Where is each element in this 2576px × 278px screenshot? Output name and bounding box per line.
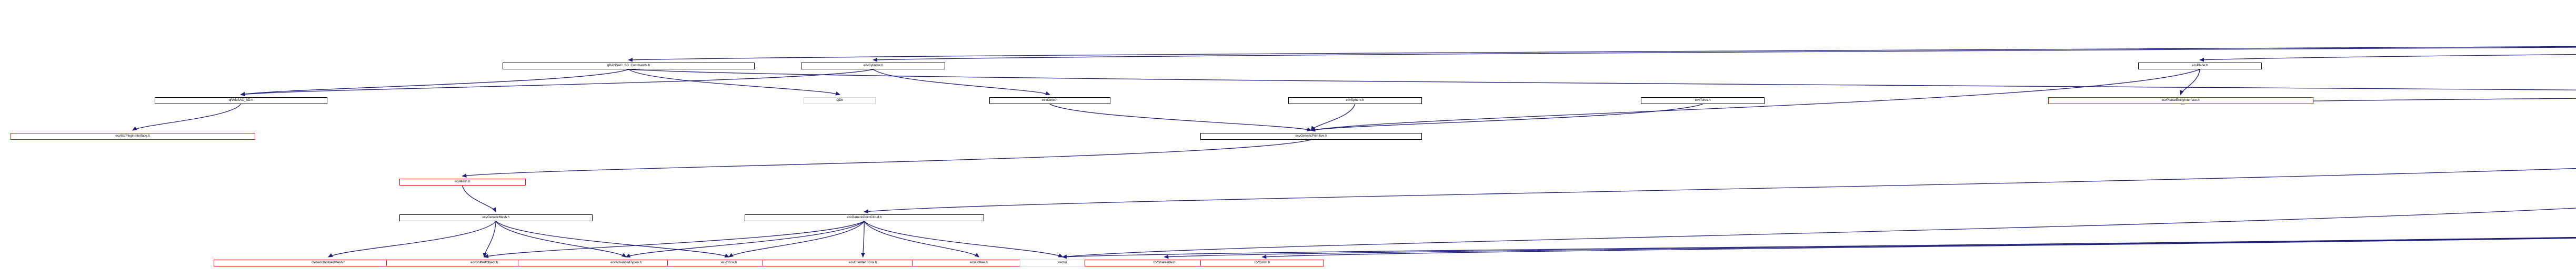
graph-node-label: ecvShiftedObject.h <box>470 261 498 265</box>
graph-node-label: ecvGenericPointCloud.h <box>846 215 882 220</box>
graph-node-label: ecvSphere.h <box>1346 98 1365 102</box>
graph-node-label: CVConst.h <box>1254 261 1270 265</box>
graph-node-ecvcone[interactable]: ecvCone.h <box>989 97 1110 104</box>
graph-node-ecvmesh[interactable]: ecvMesh.h <box>399 179 526 186</box>
graph-edge <box>1164 237 2576 259</box>
graph-node-cvconst[interactable]: CVConst.h <box>1200 260 1325 266</box>
graph-edge <box>1310 104 1356 131</box>
graph-edge <box>327 221 496 258</box>
graph-edge <box>873 69 1050 96</box>
graph-edge <box>1061 208 2576 259</box>
graph-edge <box>1310 104 1703 132</box>
graph-node-label: QDir <box>836 98 844 102</box>
graph-node-label: ecvStdPluginInterface.h <box>115 134 150 138</box>
graph-edge <box>2180 69 2200 96</box>
graph-node-genericindexedmesh[interactable]: GenericIndexedMesh.h <box>214 260 443 266</box>
graph-edge <box>462 185 496 213</box>
graph-edge <box>132 104 242 131</box>
graph-node-ecvtorus[interactable]: ecvTorus.h <box>1641 97 1765 104</box>
graph-edge <box>1061 236 2576 259</box>
graph-node-qransacsd[interactable]: qRANSAC_SD.h <box>154 97 327 104</box>
graph-edge <box>861 221 865 258</box>
graph-edge <box>628 69 2576 90</box>
graph-node-label: ecvCone.h <box>1041 98 1058 102</box>
graph-node-label: ecvPlanarEntityInterface.h <box>2161 98 2200 102</box>
graph-node-ecvgenericmesh[interactable]: ecvGenericMesh.h <box>399 214 593 221</box>
graph-node-ecvgenericpc[interactable]: ecvGenericPointCloud.h <box>744 214 984 221</box>
graph-node-ecvstdplugin[interactable]: ecvStdPluginInterface.h <box>10 133 255 140</box>
graph-node-ecvplane[interactable]: ecvPlane.h <box>2138 63 2262 69</box>
graph-node-label: CVShareable.h <box>1153 261 1176 265</box>
graph-node-qdir[interactable]: QDir <box>804 97 876 104</box>
graph-edge <box>1261 238 2576 259</box>
graph-edge <box>628 69 841 96</box>
graph-node-label: ecvPlane.h <box>2192 64 2208 68</box>
graph-node-label: ecvGenericPrimitive.h <box>1295 134 1327 138</box>
graph-node-ecvgenericprim[interactable]: ecvGenericPrimitive.h <box>1200 133 1422 140</box>
graph-edge <box>240 69 629 96</box>
graph-edge <box>864 221 980 258</box>
graph-node-ecvcylinder[interactable]: ecvCylinder.h <box>801 63 946 69</box>
graph-edge <box>1049 104 1312 131</box>
graph-edge <box>240 69 874 97</box>
graph-node-ecvplanarentity[interactable]: ecvPlanarEntityInterface.h <box>2048 97 2313 104</box>
graph-node-ecvbbox[interactable]: ecvBBox.h <box>667 260 791 266</box>
graph-node-label: ecvMesh.h <box>454 180 470 184</box>
graph-edge <box>495 221 627 258</box>
graph-node-label: ecvTorus.h <box>1695 98 1711 102</box>
graph-node-label: ecvOctree.h <box>970 261 988 265</box>
graph-node-label: ecvOrientedBBox.h <box>849 261 877 265</box>
graph-edge <box>483 221 496 258</box>
graph-node-label: qRANSAC_SD.h <box>228 98 253 102</box>
graph-node-ecvsphere[interactable]: ecvSphere.h <box>1288 97 1422 104</box>
graph-node-label: ecvBBox.h <box>721 261 737 265</box>
graph-edge <box>495 221 730 258</box>
graph-node-label: ecvAdvancedTypes.h <box>610 261 642 265</box>
graph-edge <box>625 221 865 258</box>
graph-edge <box>628 46 2576 62</box>
graph-node-label: GenericIndexedMesh.h <box>312 261 346 265</box>
graph-edge <box>462 139 1311 178</box>
graph-node-ecvoctree[interactable]: ecvOctree.h <box>911 260 1046 266</box>
graph-node-qransac_cmds[interactable]: qRANSAC_SD_Commands.h <box>502 63 755 69</box>
graph-node-label: ecvGenericMesh.h <box>482 215 510 220</box>
graph-edge <box>873 47 2576 62</box>
graph-edge <box>864 221 1064 258</box>
graph-node-label: qRANSAC_SD_Commands.h <box>607 64 650 68</box>
graph-edge <box>728 221 865 258</box>
graph-edge <box>2199 54 2576 62</box>
graph-edge <box>863 168 2576 214</box>
graph-node-label: vector <box>1058 261 1067 265</box>
graph-edge <box>483 221 865 259</box>
graph-node-label: ecvCylinder.h <box>863 64 883 68</box>
